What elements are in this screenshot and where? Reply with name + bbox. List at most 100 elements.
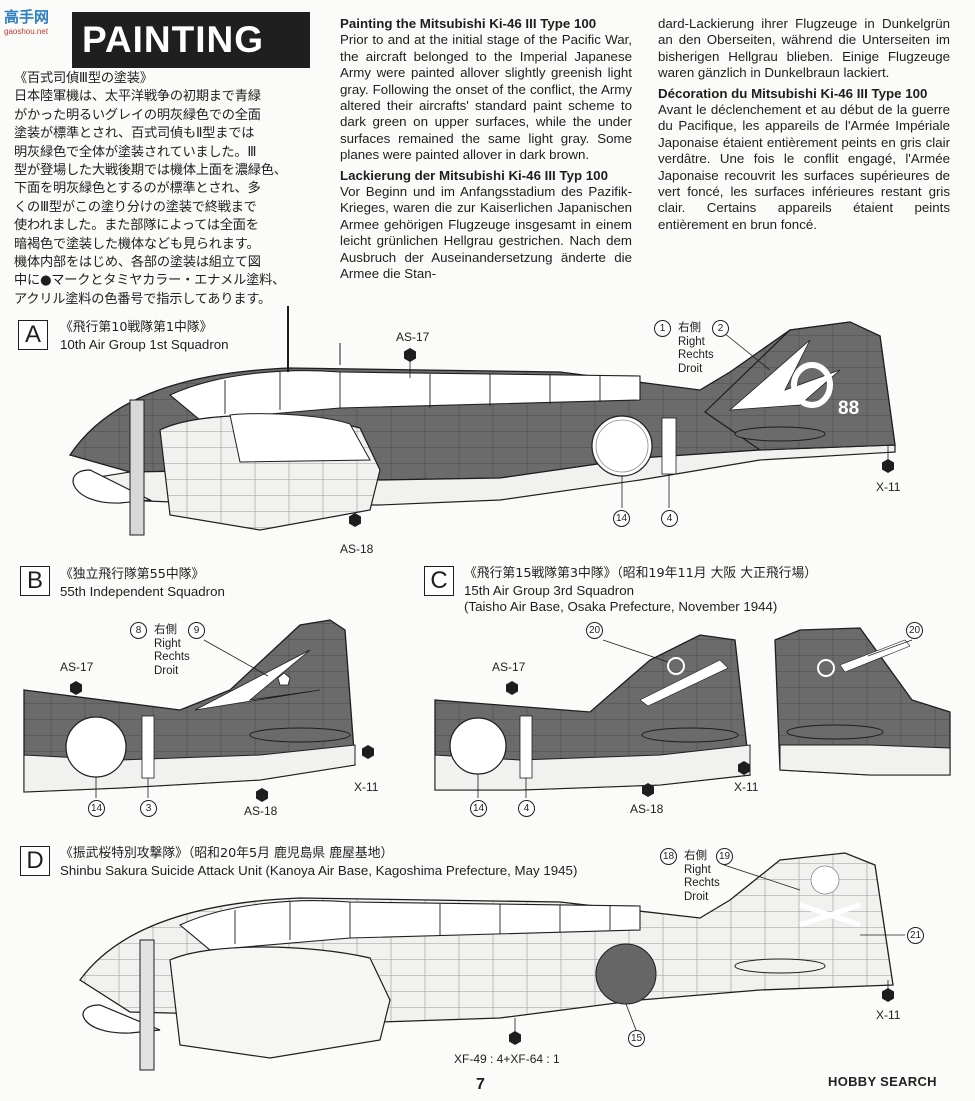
- watermark-logo: HOBBY SEARCH: [828, 1074, 937, 1089]
- callout-side-b: 右側 Right Rechts Droit: [154, 624, 190, 678]
- paint-marker-as18-a: [349, 513, 361, 527]
- section-c-title-en2: (Taisho Air Base, Osaka Prefecture, Nove…: [464, 599, 778, 614]
- callout-side-en: Right: [684, 863, 711, 876]
- intro-jp-line: 暗褐色で塗装した機体なども見られます。: [14, 236, 260, 252]
- callout-side-d: 右側 Right Rechts Droit: [684, 850, 720, 904]
- page-number: 7: [476, 1076, 485, 1093]
- callout-2: 2: [712, 320, 729, 337]
- callout-20-right: 20: [906, 622, 923, 639]
- aircraft-c-cherry-blossom: [667, 657, 686, 675]
- section-d-title-en: Shinbu Sakura Suicide Attack Unit (Kanoy…: [60, 862, 578, 878]
- intro-jp-line: がかった明るいグレイの明灰緑色での全面: [14, 107, 261, 123]
- intro-japanese: 《百式司偵Ⅲ型の塗装》 日本陸軍機は、太平洋戦争の初期まで青緑 がかった明るいグ…: [14, 70, 326, 309]
- paint-label-x11-b: X-11: [354, 780, 379, 794]
- callout-18: 18: [660, 848, 677, 865]
- aircraft-a-tail-arrow: [728, 339, 841, 411]
- callout-4-c: 4: [518, 800, 535, 817]
- section-letter-d: D: [20, 846, 50, 876]
- logo-text: 高手网: [4, 8, 50, 26]
- section-c-title-jp: 《飛行第15戦隊第3中隊》（昭和19年11月 大阪 大正飛行場）: [464, 566, 818, 581]
- logo-url: gaoshou.net: [4, 27, 49, 36]
- section-d-title: 《振武桜特別攻撃隊》（昭和20年5月 鹿児島県 鹿屋基地） Shinbu Sak…: [60, 846, 577, 879]
- section-letter-c: C: [424, 566, 454, 596]
- callout-side-fr: Droit: [684, 890, 709, 903]
- section-b-title-jp: 《独立飛行隊第55中隊》: [60, 567, 205, 582]
- aircraft-d-hinomaru: [595, 943, 657, 1005]
- english-body: Prior to and at the initial stage of the…: [340, 32, 632, 163]
- intro-jp-line: 明灰緑色で全体が塗装されていました。Ⅲ: [14, 144, 257, 160]
- callout-side-de: Rechts: [678, 349, 714, 361]
- aircraft-b-hinomaru: [65, 716, 127, 778]
- paint-label-as18-a: AS-18: [340, 542, 374, 556]
- text-column-english-german: Painting the Mitsubishi Ki-46 III Type 1…: [340, 16, 632, 287]
- section-d-title-jp: 《振武桜特別攻撃隊》（昭和20年5月 鹿児島県 鹿屋基地）: [60, 846, 394, 861]
- intro-jp-title: 《百式司偵Ⅲ型の塗装》: [14, 71, 153, 86]
- aircraft-a-white-band: [661, 417, 677, 475]
- painting-header-bar: [72, 12, 310, 68]
- intro-jp-line: 下面を明灰緑色とするのが標準とされ、多: [14, 181, 261, 197]
- paint-label-as17-c: AS-17: [492, 660, 526, 674]
- aircraft-c-tail-stripe: [639, 659, 729, 707]
- callout-side-fr: Droit: [678, 362, 703, 375]
- aircraft-a: [68, 306, 896, 536]
- callout-side-de: Rechts: [684, 877, 720, 889]
- callout-9: 9: [188, 622, 205, 639]
- paint-marker-as17-c: [506, 681, 518, 695]
- paint-marker-as18-b: [256, 788, 268, 802]
- aircraft-d-skull-marking: [810, 865, 840, 895]
- section-c-title-en: 15th Air Group 3rd Squadron: [464, 582, 635, 598]
- paint-label-x11-c: X-11: [734, 780, 759, 794]
- callout-14-b: 14: [88, 800, 105, 817]
- paint-marker-x11-d: [882, 988, 894, 1002]
- french-heading: Décoration du Mitsubishi Ki-46 III Type …: [658, 85, 928, 101]
- section-b-title-en: 55th Independent Squadron: [60, 583, 225, 599]
- aircraft-b: [23, 619, 374, 802]
- paint-marker-as17-a: [404, 348, 416, 362]
- paint-marker-as17-b: [70, 681, 82, 695]
- callout-side-de: Rechts: [154, 651, 190, 663]
- intro-jp-line: 日本陸軍機は、太平洋戦争の初期まで青緑: [14, 89, 261, 105]
- site-logo: 高手网 gaoshou.net: [4, 6, 70, 36]
- aircraft-c-right: [774, 627, 951, 776]
- aircraft-d: [79, 852, 905, 1071]
- paint-marker-x11-a: [882, 459, 894, 473]
- text-column-german-french: dard-Lackierung ihrer Flugzeuge in Dunke…: [658, 16, 950, 237]
- intro-jp-line: アクリル塗料の色番号で指示してあります。: [14, 291, 271, 307]
- aircraft-a-canopy: [168, 370, 641, 421]
- callout-side-jp: 右側: [154, 624, 177, 636]
- paint-label-x11-a: X-11: [876, 480, 901, 494]
- section-letter-a: A: [18, 320, 48, 350]
- paint-label-as17-a: AS-17: [396, 330, 430, 344]
- aircraft-a-stabilizer: [734, 426, 826, 442]
- aircraft-c-left: [434, 634, 751, 798]
- aircraft-a-propeller: [129, 399, 145, 536]
- callout-8: 8: [130, 622, 147, 639]
- intro-jp-line: 中に●マークとタミヤカラー・エナメル塗料、: [14, 273, 286, 289]
- intro-jp-line: 型が登場した大戦後期では機体上面を濃緑色、: [14, 163, 287, 179]
- callout-3: 3: [140, 800, 157, 817]
- callout-21: 21: [907, 927, 924, 944]
- callout-side-en: Right: [154, 637, 181, 650]
- section-a-title-en: 10th Air Group 1st Squadron: [60, 336, 229, 352]
- callout-14-a: 14: [613, 510, 630, 527]
- section-a-title: 《飛行第10戦隊第1中隊》 10th Air Group 1st Squadro…: [60, 320, 229, 353]
- callout-4-a: 4: [661, 510, 678, 527]
- aircraft-d-canopy: [178, 900, 641, 951]
- paint-label-as18-c: AS-18: [630, 802, 664, 816]
- callout-20-left: 20: [586, 622, 603, 639]
- tail-number-88: 88: [838, 398, 860, 419]
- paint-label-as17-b: AS-17: [60, 660, 94, 674]
- aircraft-b-tail-arrow: [194, 649, 321, 711]
- aircraft-d-propeller: [139, 939, 155, 1071]
- callout-side-fr: Droit: [154, 664, 179, 677]
- callout-side-jp: 右側: [678, 322, 701, 334]
- callout-15: 15: [628, 1030, 645, 1047]
- callout-side-en: Right: [678, 335, 705, 348]
- callout-19: 19: [716, 848, 733, 865]
- paint-marker-mix-d: [509, 1031, 521, 1045]
- paint-marker-x11-b: [362, 745, 374, 759]
- paint-label-mix-d: XF-49 : 4+XF-64 : 1: [454, 1052, 560, 1066]
- intro-jp-line: くのⅢ型がこの塗り分けの塗装で終戦まで: [14, 199, 257, 215]
- french-body: Avant le déclenchement et au début de la…: [658, 102, 950, 232]
